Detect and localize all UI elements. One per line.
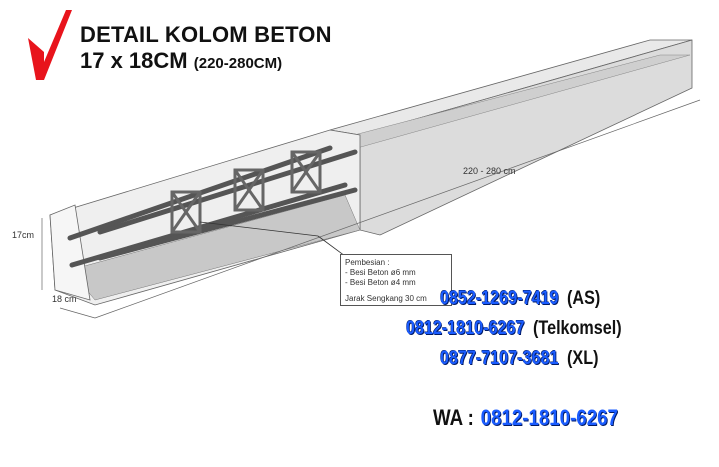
size-label: 17 x 18CM	[80, 48, 188, 73]
contact-as: 0852-1269-7419 (AS)	[440, 288, 600, 310]
operator-label: (Telkomsel)	[533, 318, 622, 339]
phone-number: 0812-1810-6267	[406, 318, 525, 339]
page-title: DETAIL KOLOM BETON	[80, 22, 332, 47]
height-dimension-label: 17cm	[12, 230, 35, 240]
beam-side-face	[359, 39, 693, 236]
length-range-label: (220-280CM)	[193, 55, 283, 72]
phone-number: 0877-7107-3681	[440, 348, 559, 369]
whatsapp-contact: WA :0812-1810-6267	[433, 405, 618, 431]
contact-xl: 0877-7107-3681 (XL)	[440, 348, 598, 370]
page-subtitle: 17 x 18CM (220-280CM)	[80, 48, 282, 74]
width-dimension-label: 18 cm	[52, 294, 77, 304]
operator-label: (XL)	[567, 348, 599, 369]
note-line: - Besi Beton ø4 mm	[345, 278, 416, 287]
rebar-spec-note: Pembesian : - Besi Beton ø6 mm - Besi Be…	[340, 254, 452, 306]
whatsapp-number: 0812-1810-6267	[480, 405, 618, 430]
phone-number: 0852-1269-7419	[440, 288, 559, 309]
length-dimension-label: 220 - 280 cm	[463, 166, 516, 176]
beam-end-face	[49, 204, 91, 301]
whatsapp-label: WA :	[433, 405, 474, 430]
note-line: - Besi Beton ø6 mm	[345, 268, 416, 277]
note-heading: Pembesian :	[345, 258, 390, 267]
note-line: Jarak Sengkang 30 cm	[345, 294, 427, 303]
operator-label: (AS)	[567, 288, 601, 309]
red-checkmark-icon	[28, 10, 72, 80]
stirrups	[170, 150, 322, 234]
contact-telkomsel: 0812-1810-6267 (Telkomsel)	[406, 318, 622, 340]
